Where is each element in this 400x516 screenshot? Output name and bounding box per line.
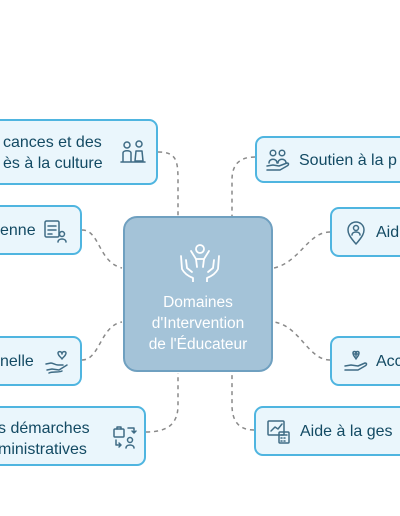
center-node: Domaines d'Intervention de l'Éducateur xyxy=(123,216,273,372)
briefcase-person-icon xyxy=(113,426,137,449)
connector-vacances xyxy=(157,151,179,216)
location-person-icon xyxy=(347,221,365,245)
connector-enne xyxy=(81,229,123,269)
connector-aide xyxy=(273,231,331,269)
connector-nelle xyxy=(81,321,123,361)
node-nelle: nelle xyxy=(0,336,82,386)
node-gestion: Aide à la ges xyxy=(254,406,400,456)
node-soutien: Soutien à la p xyxy=(255,136,400,183)
family-icon xyxy=(120,140,146,163)
hand-heart-icon xyxy=(45,350,68,374)
checklist-person-icon xyxy=(44,220,67,243)
hand-care-icon xyxy=(344,350,368,371)
caring-hands-icon xyxy=(180,244,220,282)
chart-calculator-icon xyxy=(267,420,290,444)
support-people-icon xyxy=(266,149,290,171)
node-demarches-administratives: s démarches ministratives xyxy=(0,406,146,466)
node-aide: Aid xyxy=(330,207,400,257)
node-enne: enne xyxy=(0,205,82,255)
center-title: Domaines d'Intervention de l'Éducateur xyxy=(148,294,248,353)
connector-demarches xyxy=(145,373,179,433)
connector-acc xyxy=(273,321,331,361)
node-vacances-culture: cances et des ès à la culture xyxy=(0,119,158,185)
connector-soutien xyxy=(231,156,256,216)
node-acc: Acc xyxy=(330,336,400,386)
connector-gestion xyxy=(231,373,255,431)
